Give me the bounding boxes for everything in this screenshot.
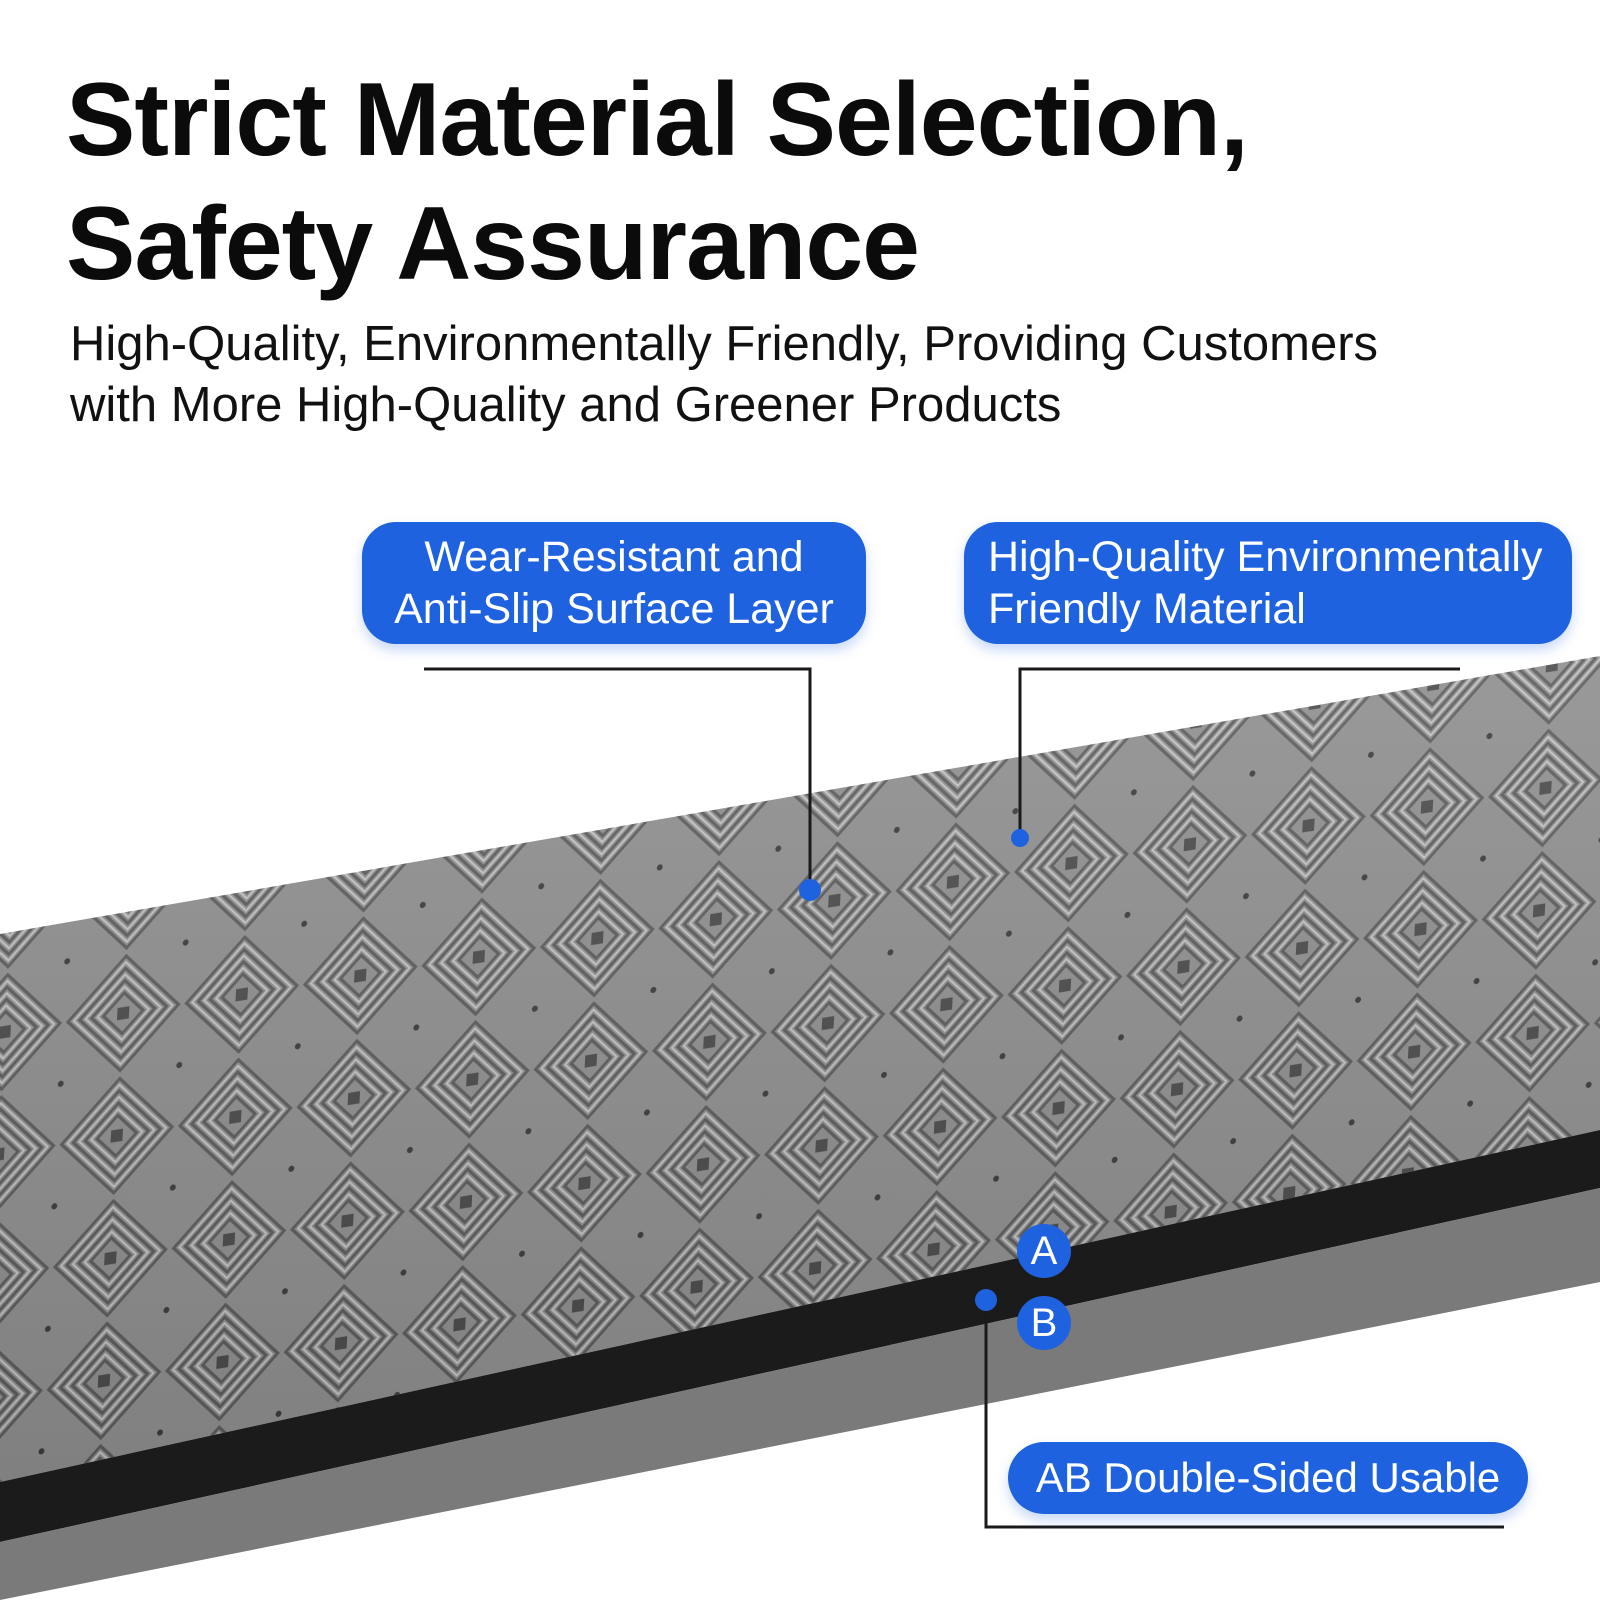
anchor-dot-double-sided [975,1289,997,1311]
mat-bottom-layer [0,1188,1600,1600]
leader-line-surface [424,667,812,890]
subheadline-line-1: High-Quality, Environmentally Friendly, … [70,317,1379,371]
leader-line-double-sided [984,1300,1504,1529]
headline-line-2: Safety Assurance [66,186,920,302]
callout-material: High-Quality Environmentally Friendly Ma… [964,522,1572,644]
mat-top-shading [0,656,1600,1482]
callout-surface-layer: Wear-Resistant and Anti-Slip Surface Lay… [362,522,866,644]
mat-core-layer [0,1130,1600,1542]
anchor-dot-material [1011,829,1029,847]
headline-line-1: Strict Material Selection, [66,62,1249,178]
anchor-dot-surface [799,879,821,901]
callout-surface-line-1: Wear-Resistant and [424,533,804,581]
subheadline-line-2: with More High-Quality and Greener Produ… [70,378,1062,432]
callout-material-line-1: High-Quality Environmentally [988,533,1543,581]
subheadline: High-Quality, Environmentally Friendly, … [70,314,1570,436]
headline: Strict Material Selection, Safety Assura… [66,58,1546,306]
callout-material-line-2: Friendly Material [988,585,1306,633]
callout-surface-line-2: Anti-Slip Surface Layer [394,585,834,633]
leader-line-material [1018,667,1460,838]
side-b-marker: B [1017,1296,1071,1350]
side-a-marker: A [1017,1224,1071,1278]
callout-double-sided-label: AB Double-Sided Usable [1035,1454,1501,1501]
callout-double-sided: AB Double-Sided Usable [1008,1442,1528,1514]
